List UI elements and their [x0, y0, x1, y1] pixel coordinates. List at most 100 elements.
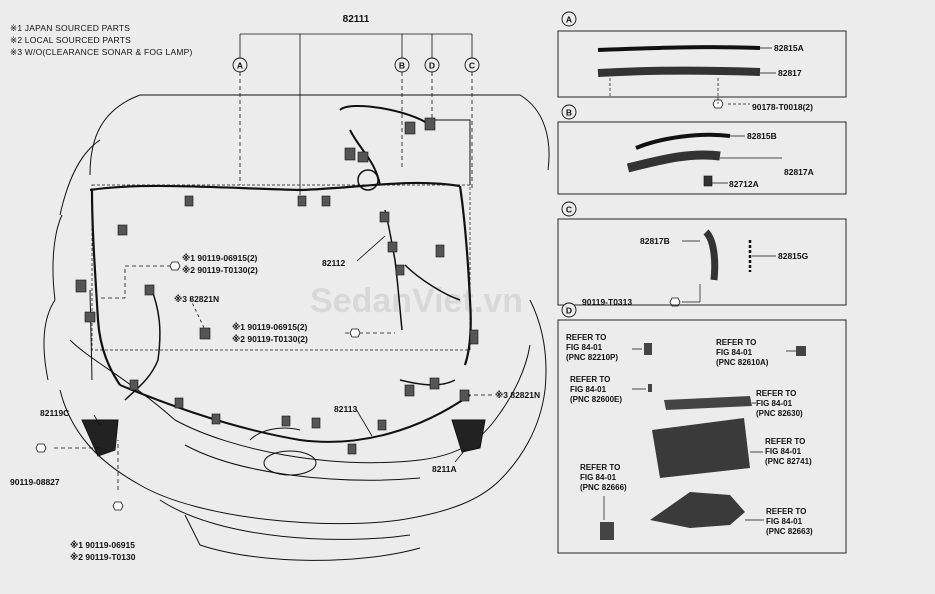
bolt-icon [169, 261, 181, 271]
refer-line1: REFER TO [756, 389, 796, 398]
panel-c-frame [557, 218, 847, 306]
part-82210p-shape [644, 343, 652, 355]
refer-line1: REFER TO [570, 375, 610, 384]
label-82815a[interactable]: 82815A [774, 43, 804, 53]
refer-82610a[interactable]: REFER TO FIG 84-01 (PNC 82610A) [716, 338, 769, 367]
label-bolt-side[interactable]: 90119-08827 [10, 477, 60, 487]
refer-line1: REFER TO [765, 437, 805, 446]
label-90178-t0018[interactable]: 90178-T0018(2) [752, 102, 813, 112]
label-bolt-bottom-1[interactable]: ※1 90119-06915 [70, 540, 135, 550]
refer-82210p[interactable]: REFER TO FIG 84-01 (PNC 82210P) [566, 333, 618, 362]
part-82630-shape [664, 396, 752, 410]
part-82817b-shape [703, 229, 719, 281]
callout-d: D [429, 61, 435, 71]
panel-d: D REFER TO FIG 84-01 (PNC 82210P) REFER … [557, 302, 847, 554]
refer-line2: FIG 84-01 [716, 348, 753, 357]
part-82712a-shape [703, 175, 713, 187]
panel-b: B 82815B 82817A 82712A [557, 104, 847, 195]
refer-line2: FIG 84-01 [570, 385, 607, 394]
part-82817a-shape [626, 150, 721, 173]
label-82712a[interactable]: 82712A [729, 179, 759, 189]
label-82112[interactable]: 82112 [322, 258, 345, 268]
callout-circle-b[interactable] [394, 57, 410, 73]
panel-d-tag: D [566, 306, 572, 316]
bolt-icon [35, 443, 47, 453]
refer-line1: REFER TO [716, 338, 756, 347]
panel-b-tag: B [566, 108, 572, 118]
panel-c: C 82817B 82815G 90119-T0313 [557, 201, 847, 307]
refer-82600e[interactable]: REFER TO FIG 84-01 (PNC 82600E) [570, 375, 622, 404]
refer-line3: (PNC 82630) [756, 409, 803, 418]
panel-b-frame [557, 121, 847, 195]
panel-a-tag: A [566, 15, 572, 25]
label-82815g[interactable]: 82815G [778, 251, 809, 261]
label-82815b[interactable]: 82815B [747, 131, 777, 141]
label-90119-t0313[interactable]: 90119-T0313 [582, 297, 632, 307]
part-82817-shape [597, 66, 761, 77]
callout-b: B [399, 61, 405, 71]
refer-line3: (PNC 82663) [766, 527, 813, 536]
label-bolt-bottom-2[interactable]: ※2 90119-T0130 [70, 552, 136, 562]
watermark: SedanViet.vn [310, 282, 523, 320]
refer-line2: FIG 84-01 [580, 473, 617, 482]
callout-group: A B D C [232, 57, 480, 73]
bracket-8211a [451, 419, 486, 453]
callout-circle-d[interactable] [424, 57, 440, 73]
note-japan: ※1 JAPAN SOURCED PARTS [10, 23, 131, 33]
refer-line1: REFER TO [580, 463, 620, 472]
part-82663-shape [650, 492, 745, 528]
callout-c: C [469, 61, 475, 71]
panel-a-tag-circle [561, 11, 577, 27]
refer-line2: FIG 84-01 [765, 447, 802, 456]
label-82111[interactable]: 82111 [343, 14, 370, 25]
bracket-82119c [81, 419, 119, 457]
label-8211a[interactable]: 8211A [432, 464, 457, 474]
refer-line3: (PNC 82610A) [716, 358, 769, 367]
refer-line1: REFER TO [566, 333, 606, 342]
part-82741-shape [652, 418, 750, 478]
label-bolt-left-2[interactable]: ※2 90119-T0130(2) [182, 265, 258, 275]
refer-82663[interactable]: REFER TO FIG 84-01 (PNC 82663) [766, 507, 813, 536]
label-82119c[interactable]: 82119C [40, 408, 69, 418]
panel-d-frame [557, 319, 847, 554]
callout-circle-a[interactable] [232, 57, 248, 73]
refer-82630[interactable]: REFER TO FIG 84-01 (PNC 82630) [756, 389, 803, 418]
connector-group [75, 117, 479, 455]
label-bolt-left-1[interactable]: ※1 90119-06915(2) [182, 253, 258, 263]
leader-lines [54, 33, 492, 490]
panel-d-tag-circle [561, 302, 577, 318]
panel-c-tag-circle [561, 201, 577, 217]
engine-bay-illustration [43, 94, 550, 561]
part-82815b-shape [635, 132, 731, 150]
bolt-icon [669, 297, 681, 307]
callout-a: A [237, 61, 243, 71]
label-bolt-mid-1[interactable]: ※1 90119-06915(2) [232, 322, 308, 332]
refer-line3: (PNC 82210P) [566, 353, 618, 362]
refer-line2: FIG 84-01 [766, 517, 803, 526]
part-82610a-shape [796, 346, 806, 356]
label-82817a[interactable]: 82817A [784, 167, 814, 177]
panel-a-frame [557, 30, 847, 98]
refer-82666[interactable]: REFER TO FIG 84-01 (PNC 82666) [580, 463, 627, 492]
part-82600e-shape [648, 384, 652, 392]
refer-line3: (PNC 82741) [765, 457, 812, 466]
refer-82741[interactable]: REFER TO FIG 84-01 (PNC 82741) [765, 437, 812, 466]
callout-circle-c[interactable] [464, 57, 480, 73]
refer-line1: REFER TO [766, 507, 806, 516]
notes-block: ※1 JAPAN SOURCED PARTS ※2 LOCAL SOURCED … [10, 22, 193, 58]
refer-line2: FIG 84-01 [566, 343, 603, 352]
panel-c-tag: C [566, 205, 572, 215]
label-bolt-mid-2[interactable]: ※2 90119-T0130(2) [232, 334, 308, 344]
label-82817b[interactable]: 82817B [640, 236, 670, 246]
label-82817[interactable]: 82817 [778, 68, 802, 78]
bolt-icon [112, 501, 124, 511]
bolt-icon [349, 328, 361, 338]
label-82113[interactable]: 82113 [334, 404, 357, 414]
note-without-sonar: ※3 W/O(CLEARANCE SONAR & FOG LAMP) [10, 47, 193, 57]
label-82821n-left[interactable]: ※3 82821N [174, 294, 219, 304]
part-82666-shape [600, 522, 614, 540]
label-82821n-right[interactable]: ※3 82821N [495, 390, 540, 400]
panel-a: A 82815A 82817 90178-T0018(2) [557, 11, 847, 112]
